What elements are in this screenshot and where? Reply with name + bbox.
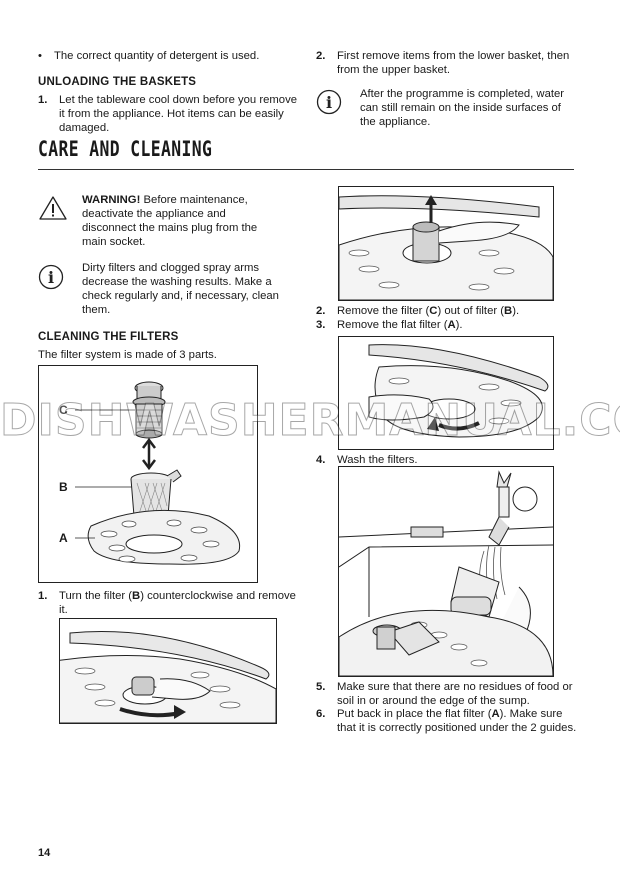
- step-text: Put back in place the flat filter (A). M…: [337, 708, 577, 734]
- turn-filter-figure: [59, 618, 277, 724]
- step-number: 5.: [316, 681, 326, 693]
- step-number: 3.: [316, 319, 326, 331]
- section-rule: [38, 169, 574, 170]
- label-a: A: [59, 531, 68, 545]
- step-text: Make sure that there are no residues of …: [337, 681, 573, 707]
- page-number: 14: [38, 847, 51, 859]
- step-text: Wash the filters.: [337, 454, 418, 466]
- unloading-heading: UNLOADING THE BASKETS: [38, 76, 197, 88]
- section-title: CARE AND CLEANING: [38, 137, 213, 161]
- warning-block: WARNING! Before maintenance, deactivate …: [82, 193, 282, 249]
- filter-parts-figure: C B A: [38, 365, 258, 583]
- step-number: 2.: [316, 305, 326, 317]
- filters-heading: CLEANING THE FILTERS: [38, 331, 179, 343]
- step-text: Let the tableware cool down before you r…: [59, 94, 298, 134]
- warning-label: WARNING!: [82, 194, 141, 206]
- warning-text: Before maintenance, deactivate the appli…: [82, 194, 258, 248]
- label-b: B: [59, 480, 68, 494]
- step-number: 6.: [316, 708, 326, 720]
- step-text: Remove the filter (C) out of filter (B).: [337, 305, 520, 317]
- remove-filter-c-figure: [338, 186, 554, 301]
- step-number: 4.: [316, 454, 326, 466]
- info-text-filters: Dirty filters and clogged spray arms dec…: [82, 262, 279, 316]
- warning-triangle-icon: [39, 196, 67, 220]
- watermark: DISHWASHERMANUAL.COM: [0, 395, 620, 446]
- step-text: Turn the filter (B) counterclockwise and…: [59, 590, 296, 616]
- step-text: First remove items from the lower basket…: [337, 50, 570, 76]
- info-text-programme: After the programme is completed, water …: [360, 88, 565, 128]
- step-number: 1.: [38, 94, 48, 106]
- step-number: 1.: [38, 590, 48, 602]
- info-icon: i: [38, 264, 64, 290]
- svg-text:i: i: [326, 93, 332, 112]
- step-number: 2.: [316, 50, 326, 62]
- wash-filters-figure: [338, 466, 554, 677]
- bullet-text: The correct quantity of detergent is use…: [54, 50, 260, 62]
- step-text: Remove the flat filter (A).: [337, 319, 463, 331]
- label-c: C: [59, 403, 68, 417]
- info-icon: i: [316, 89, 342, 115]
- filters-intro: The filter system is made of 3 parts.: [38, 349, 217, 361]
- remove-flat-filter-figure: [338, 336, 554, 450]
- bullet-symbol: •: [38, 50, 42, 62]
- svg-text:i: i: [48, 268, 54, 287]
